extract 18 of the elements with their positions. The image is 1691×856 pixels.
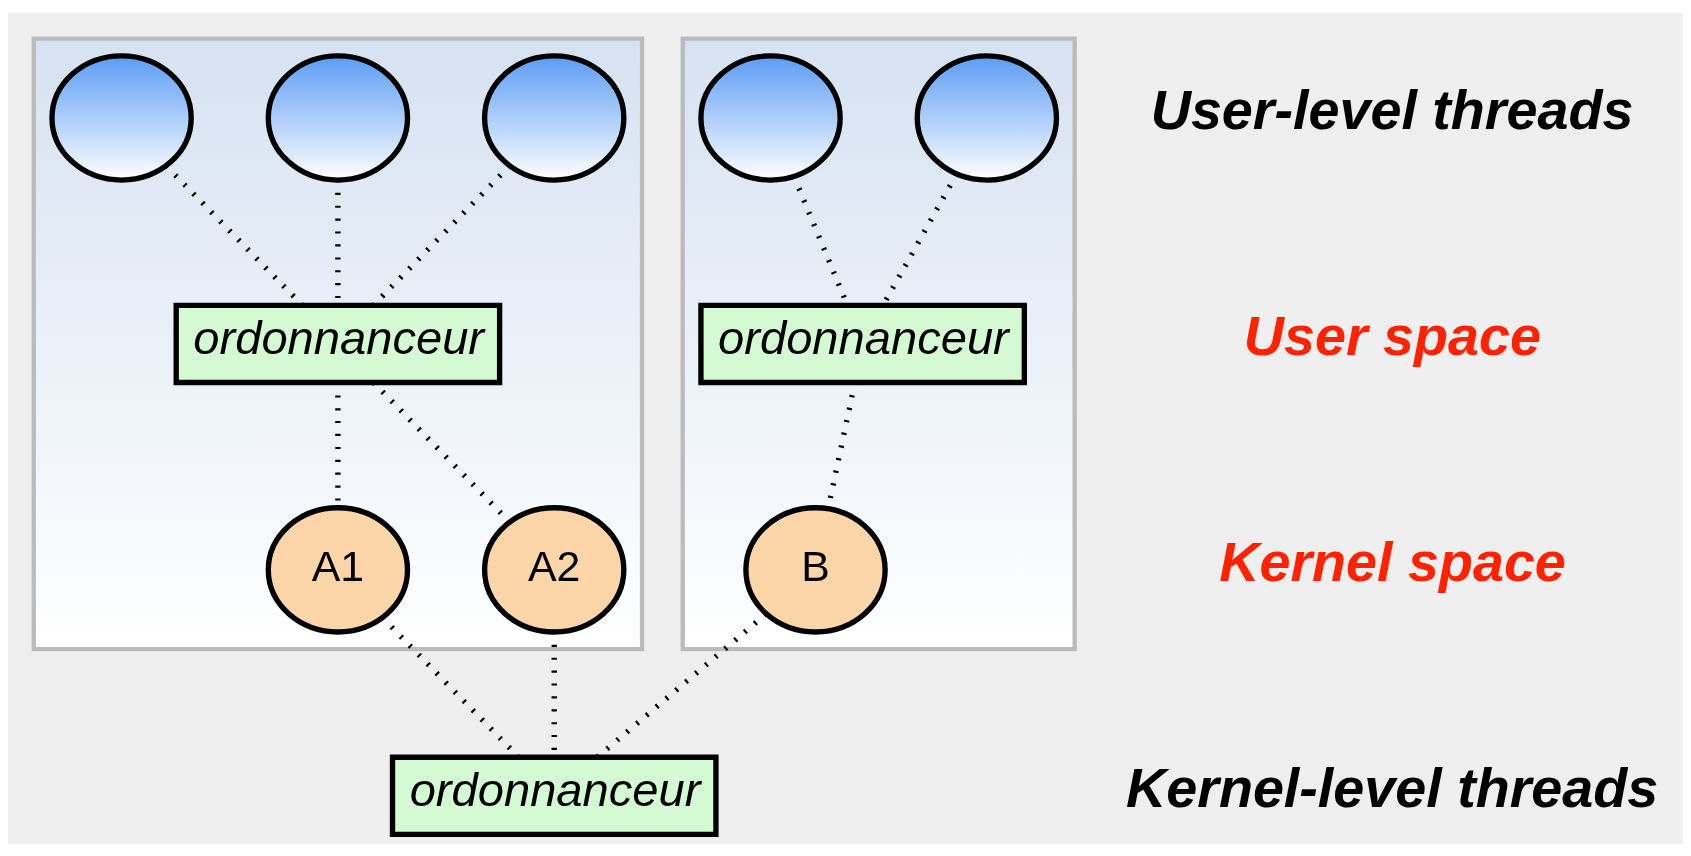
node-box: ordonnanceur — [698, 302, 1027, 385]
node-box: ordonnanceur — [173, 302, 503, 385]
node-circle — [481, 52, 627, 183]
cluster — [31, 36, 645, 651]
node-ellipse: A2 — [481, 504, 627, 635]
label: Kernel-level threads — [1126, 756, 1659, 819]
connector — [380, 615, 520, 758]
node-ellipse: B — [743, 504, 888, 635]
node-circle — [698, 52, 843, 183]
node-circle — [49, 52, 194, 183]
cluster — [680, 36, 1077, 651]
node-box: ordonnanceur — [389, 754, 719, 837]
label: User-level threads — [1150, 78, 1634, 141]
label: User space — [1243, 304, 1541, 367]
node-ellipse: A1 — [265, 504, 411, 635]
node-circle — [914, 52, 1060, 183]
node-circle — [265, 52, 411, 183]
label: Kernel space — [1219, 530, 1566, 593]
